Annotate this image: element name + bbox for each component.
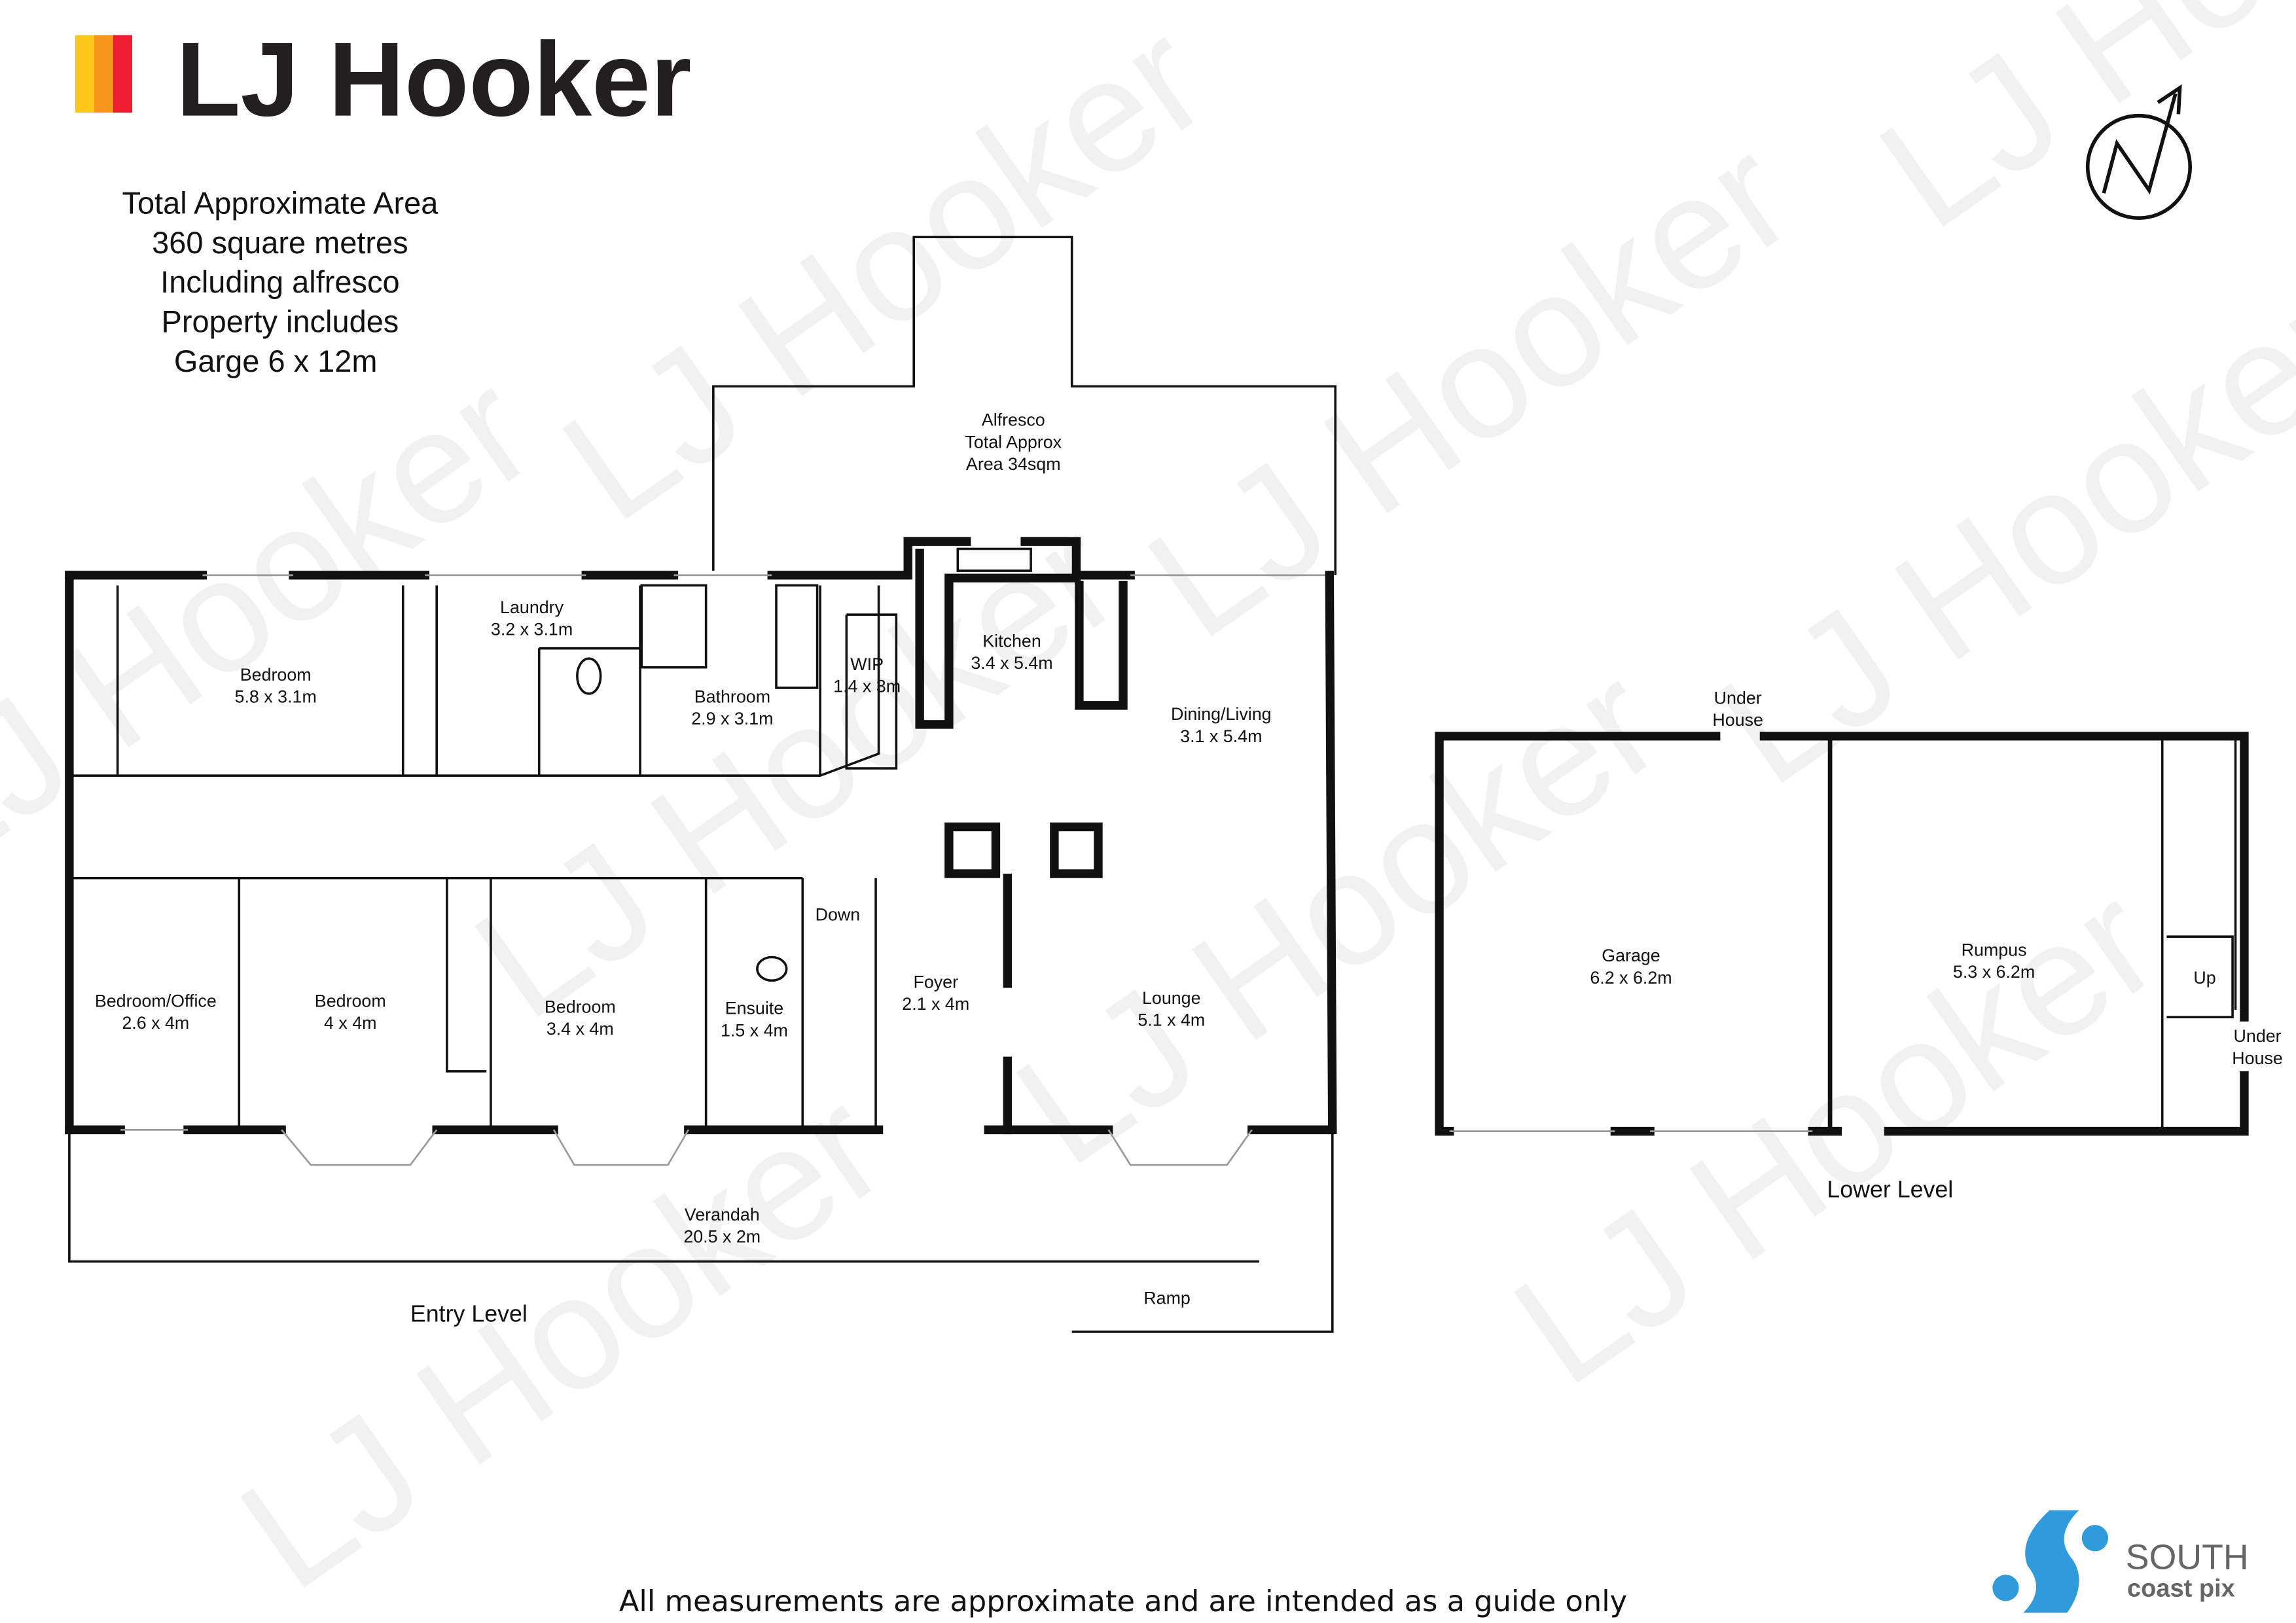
watermark: LJ Hooker bbox=[1117, 104, 1821, 672]
disclaimer: All measurements are approximate and are… bbox=[619, 1584, 1627, 1618]
south-coast-pix-logo: SOUTH coast pix bbox=[1992, 1510, 2249, 1613]
watermark: LJ Hooker bbox=[210, 1056, 914, 1623]
summary-line: 360 square metres bbox=[152, 225, 408, 260]
summary-line: Garge 6 x 12m bbox=[174, 344, 378, 378]
watermark: LJ Hooker bbox=[444, 485, 1148, 1053]
svg-text:Ramp: Ramp bbox=[1143, 1288, 1191, 1308]
entry-level-label: Entry Level bbox=[410, 1300, 528, 1327]
lj-hooker-logo: LJ Hooker bbox=[75, 21, 691, 139]
lower-level-label: Lower Level bbox=[1827, 1176, 1953, 1202]
watermark: LJ Hooker bbox=[1849, 0, 2296, 262]
svg-text:Up: Up bbox=[2193, 968, 2215, 988]
svg-text:Down: Down bbox=[816, 905, 861, 925]
north-compass-icon bbox=[2085, 84, 2193, 220]
summary-line: Total Approximate Area bbox=[122, 185, 439, 220]
entry-level-walls bbox=[65, 236, 1337, 1166]
watermark: LJ Hooker bbox=[0, 338, 563, 906]
photographer-tagline: coast pix bbox=[2127, 1575, 2235, 1603]
summary-line: Including alfresco bbox=[160, 264, 399, 299]
logo-text: LJ Hooker bbox=[176, 21, 691, 139]
area-summary: Total Approximate Area 360 square metres… bbox=[122, 185, 439, 378]
watermark: LJ Hooker bbox=[986, 631, 1690, 1199]
verandah-outline bbox=[68, 1130, 1334, 1333]
photographer-name: SOUTH bbox=[2126, 1537, 2249, 1577]
summary-line: Property includes bbox=[162, 304, 399, 339]
lower-level-walls bbox=[1435, 732, 2249, 1136]
